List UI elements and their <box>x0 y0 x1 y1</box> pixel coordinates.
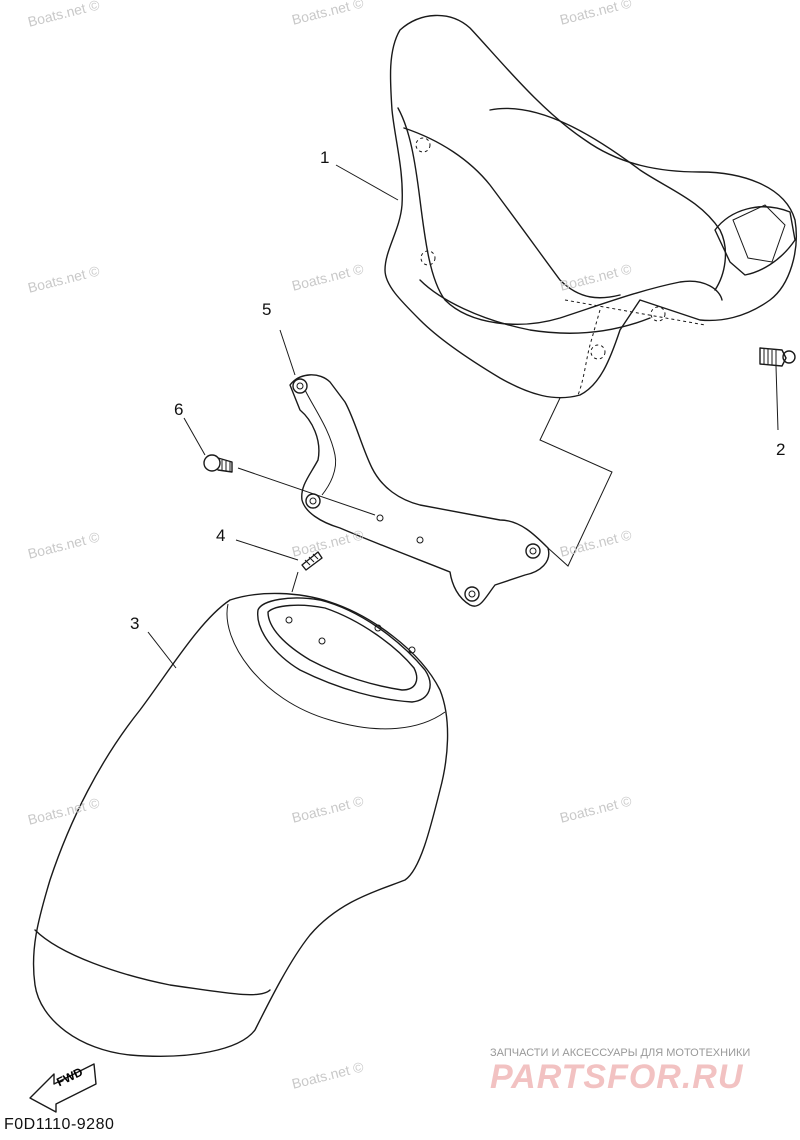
part-5-bracket <box>279 329 550 607</box>
callout-3: 3 <box>130 614 140 633</box>
part-2-bolt <box>759 347 796 431</box>
part-1-upper-cover <box>384 14 797 399</box>
callout-1: 1 <box>320 148 330 167</box>
drawing-code: F0D1110-9280 <box>4 1116 115 1133</box>
part-3-lower-cover <box>32 592 449 1057</box>
callout-4: 4 <box>216 526 226 545</box>
brand-tagline: ЗАПЧАСТИ И АКСЕССУАРЫ ДЛЯ МОТОТЕХНИКИ <box>490 1047 751 1059</box>
callout-6: 6 <box>174 400 184 419</box>
leader-bracket-to-cover <box>539 397 613 567</box>
brand-logo: PARTSFOR.RU <box>490 1058 744 1096</box>
part-4-screw <box>235 539 323 593</box>
callout-5: 5 <box>262 300 272 319</box>
fwd-arrow-icon <box>29 1063 97 1113</box>
callout-2: 2 <box>776 440 786 459</box>
leader-part-1 <box>335 164 399 201</box>
part-6-bolt <box>183 417 376 516</box>
